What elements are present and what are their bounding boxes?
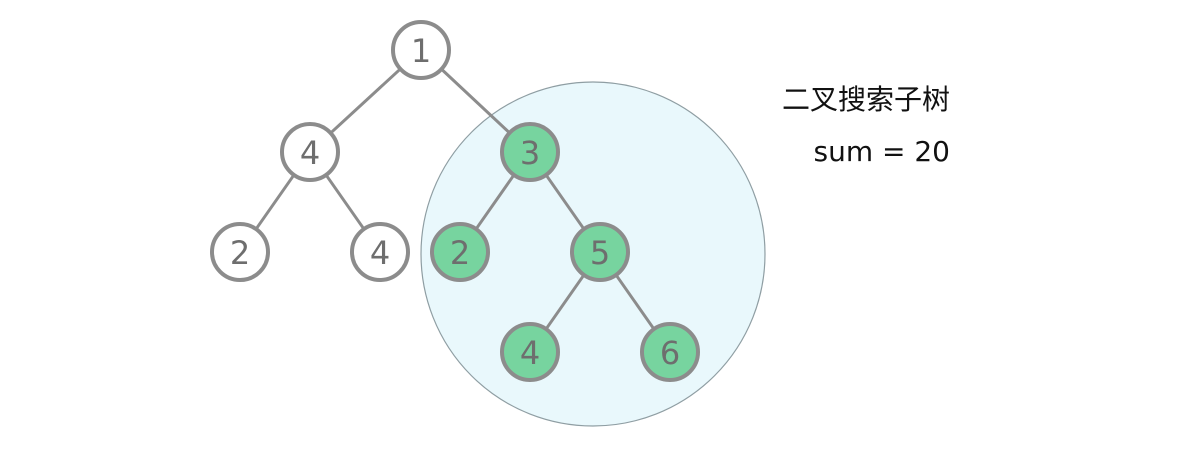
tree-edge-n3-n6: [474, 173, 516, 231]
tree-edge-n1-n3: [439, 67, 512, 135]
tree-nodes: 1 4 3 2 4 2 5 4 6: [210, 20, 700, 382]
tree-node-label: 4: [370, 234, 390, 272]
tree-node: 4: [500, 322, 560, 382]
tree-node: 4: [350, 222, 410, 282]
tree-node-circle-highlighted: [430, 222, 490, 282]
tree-node-label: 5: [590, 234, 610, 272]
tree-node: 6: [640, 322, 700, 382]
tree-node-circle: [210, 222, 270, 282]
tree-node-label: 2: [450, 234, 470, 272]
tree-node-label: 3: [520, 134, 540, 172]
tree-node: 4: [280, 122, 340, 182]
tree-node: 3: [500, 122, 560, 182]
tree-node-label: 6: [660, 334, 680, 372]
tree-edge-n7-n8: [544, 273, 586, 331]
tree-node-circle: [280, 122, 340, 182]
tree-edge-n2-n5: [324, 173, 366, 231]
tree-node-label: 1: [411, 32, 431, 70]
tree-node: 2: [210, 222, 270, 282]
tree-edge-n3-n7: [544, 173, 586, 231]
tree-edge-n7-n9: [614, 273, 656, 331]
tree-node: 5: [570, 222, 630, 282]
tree-node-label: 4: [300, 134, 320, 172]
tree-edges: [254, 67, 656, 331]
tree-node-circle: [350, 222, 410, 282]
tree-edge-n2-n4: [254, 173, 296, 231]
tree-node-circle-highlighted: [570, 222, 630, 282]
subtree-sum: sum = 20: [813, 135, 951, 168]
tree-node: 2: [430, 222, 490, 282]
tree-node-circle-highlighted: [500, 322, 560, 382]
tree-node: 1: [391, 20, 451, 80]
tree-node-label: 4: [520, 334, 540, 372]
tree-node-label: 2: [230, 234, 250, 272]
subtree-title: 二叉搜索子树: [781, 83, 950, 116]
tree-node-circle-highlighted: [640, 322, 700, 382]
tree-node-circle: [391, 20, 451, 80]
tree-edge-n1-n2: [329, 67, 402, 135]
tree-node-circle-highlighted: [500, 122, 560, 182]
